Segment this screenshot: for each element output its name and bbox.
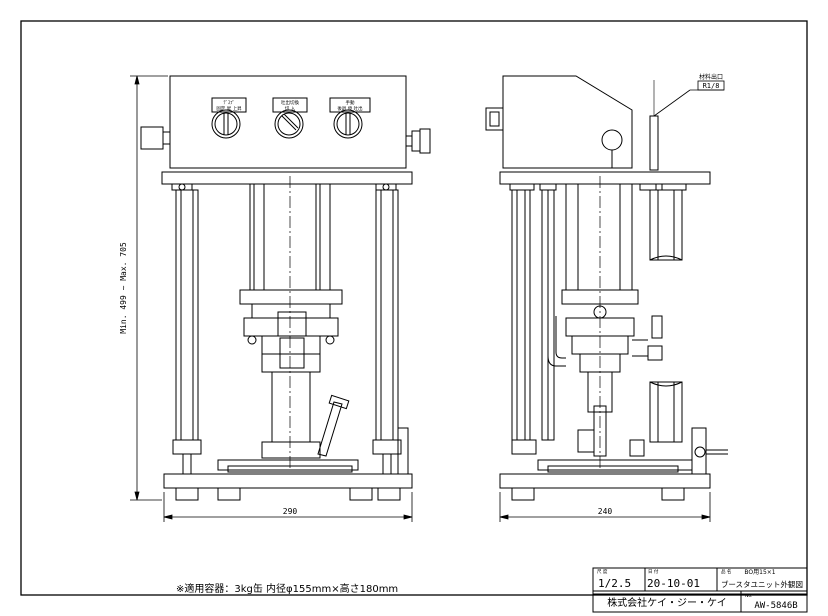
side-base-plate	[499, 473, 711, 489]
model-value: BO用15×1	[744, 569, 775, 576]
dial-left-label-bottom: 固定 昇 上昇	[216, 105, 242, 112]
side-housing	[502, 75, 633, 169]
date-head: 日 付	[648, 568, 659, 575]
height-range-label: Min. 499 ~ Max. 705	[119, 242, 128, 334]
outlet-callout-value: R1/8	[703, 82, 720, 90]
outlet-callout-title: 材料出口	[699, 73, 723, 81]
tilted-tube	[317, 401, 343, 457]
dial-right-label-top: 手動	[346, 99, 355, 106]
scale-head: 尺 度	[597, 568, 608, 575]
can-base	[217, 459, 359, 471]
side-view	[485, 75, 728, 501]
no-head: No.	[745, 593, 752, 599]
name-head: 品 名	[721, 568, 731, 575]
drawing-number: AW-5846B	[754, 601, 797, 611]
dial-left-label-top: ﾃﾞｽﾌﾟ	[223, 99, 234, 106]
left-knob	[140, 126, 164, 150]
front-dimensions	[130, 75, 413, 522]
side-width-label: 240	[598, 507, 613, 516]
side-top-plate	[499, 171, 711, 185]
dial-right-label-bottom: 後退 停 吐出	[337, 105, 363, 112]
scale-value: 1/2.5	[598, 577, 631, 590]
title-block-lower-cells	[592, 590, 808, 613]
dial-right[interactable]	[329, 97, 371, 139]
company-name: 株式会社ケイ・ジー・ケイ	[607, 596, 727, 609]
drawing-name: ブースタユニット外観図	[721, 579, 803, 589]
right-column	[375, 189, 399, 441]
front-view	[140, 75, 431, 501]
dial-left[interactable]	[211, 97, 247, 139]
front-width-label: 290	[283, 507, 298, 516]
side-cylinder-lower	[649, 381, 683, 443]
base-plate	[163, 473, 413, 489]
outlet-pipe	[649, 115, 659, 171]
pressure-plate	[239, 289, 343, 305]
left-column	[175, 189, 199, 441]
drawing-frame	[20, 20, 808, 596]
dial-center-label-bottom: 切 入	[285, 105, 296, 112]
dial-center-label-top: 吐出切換	[281, 99, 299, 106]
dial-center[interactable]	[272, 97, 308, 139]
container-note: ※適用容器：3kg缶 内径φ155mm×高さ180mm	[176, 582, 398, 595]
top-plate	[161, 171, 413, 185]
date-value: 20-10-01	[647, 577, 700, 590]
side-dimensions	[499, 80, 725, 522]
side-cylinder-upper	[649, 189, 683, 261]
